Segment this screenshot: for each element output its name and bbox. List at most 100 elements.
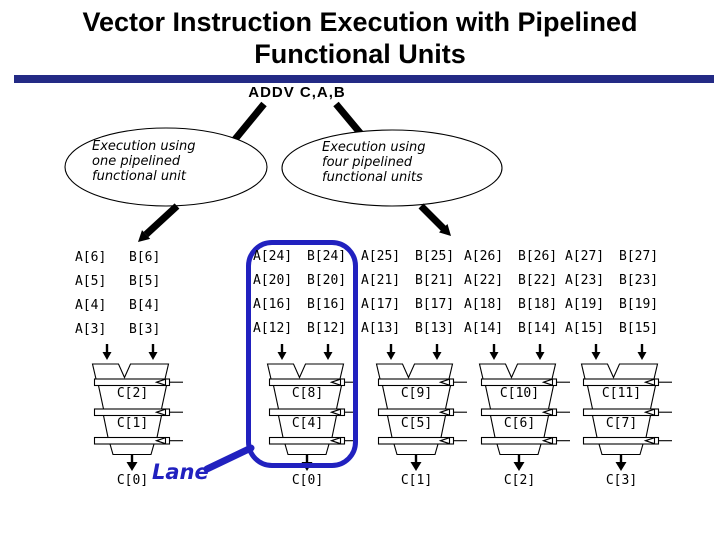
stage-label: C[8] (291, 386, 324, 401)
operand-row: A[14]B[14] (464, 321, 559, 345)
operand-row: A[22] B[22] (464, 273, 559, 297)
arrow-instruction-to-right-icon (333, 101, 364, 137)
stage-label: C[1] (116, 416, 149, 431)
operand-cell: A[18] (464, 297, 504, 312)
arrow-right-head-icon (439, 224, 451, 236)
lane-pointer-line (203, 444, 255, 473)
operands-single-unit: A[6] B[6] A[5] B[5] A[4] B[4] A[3] B[3] (75, 250, 170, 346)
operand-cell: B[19] (619, 297, 659, 312)
title-line-1: Vector Instruction Execution with Pipeli… (82, 7, 638, 37)
left-callout-ellipse (64, 127, 268, 207)
operand-cell: B[4] (129, 298, 161, 313)
instruction-label: ADDV C,A,B (248, 84, 346, 101)
stage-label: C[11] (601, 386, 642, 401)
operand-row: A[20] B[20] (253, 273, 348, 297)
operand-cell: A[6] (75, 250, 107, 265)
stage-label: C[5] (400, 416, 433, 431)
operands-lane1: A[24] B[24] A[20] B[20] A[16]B[16] A[12]B[… (253, 249, 348, 345)
operand-cell: B[6] (129, 250, 161, 265)
arrow-left-head-icon (138, 230, 151, 242)
operand-cell: B[15] (619, 321, 659, 336)
output-label: C[3] (605, 473, 638, 488)
operand-row: A[21] B[21] (361, 273, 456, 297)
operand-cell: A[27] (565, 249, 605, 264)
operand-row: A[19] B[19] (565, 297, 660, 321)
operand-row: A[27] B[27] (565, 249, 660, 273)
output-label: C[0] (116, 473, 149, 488)
operand-cell: B[3] (129, 322, 161, 337)
output-label: C[1] (400, 473, 433, 488)
right-callout-line1: Execution using (322, 140, 426, 155)
operand-cell: A[21] (361, 273, 401, 288)
operand-cell: B[14] (518, 321, 558, 336)
operand-row: A[24] B[24] (253, 249, 348, 273)
operand-row: A[25] B[25] (361, 249, 456, 273)
stage-label: C[10] (499, 386, 540, 401)
operand-cell: B[25] (415, 249, 455, 264)
funnel-lane2 (375, 342, 469, 473)
operand-row: A[26] B[26] (464, 249, 559, 273)
operand-cell: B[16] (307, 297, 347, 312)
operand-cell: B[27] (619, 249, 659, 264)
arrow-left-ellipse-to-unit-icon (143, 203, 180, 238)
operand-cell: A[15] (565, 321, 605, 336)
operand-cell: B[26] (518, 249, 558, 264)
operands-lane4: A[27] B[27] A[23] B[23] A[19] B[19] A[15] B[… (565, 249, 660, 345)
operand-cell: B[5] (129, 274, 161, 289)
operand-row: A[6] B[6] (75, 250, 170, 274)
operands-lane2: A[25] B[25] A[21] B[21] A[17]B[17] A[13] B[… (361, 249, 456, 345)
operand-cell: B[23] (619, 273, 659, 288)
left-callout-line2: one pipelined (92, 154, 181, 169)
operand-cell: A[25] (361, 249, 401, 264)
output-label: C[0] (291, 473, 324, 488)
title-line-2: Functional Units (254, 39, 466, 69)
left-callout-line1: Execution using (92, 139, 196, 154)
operand-cell: B[20] (307, 273, 347, 288)
funnel-lane3 (478, 342, 572, 473)
stage-label: C[2] (116, 386, 149, 401)
operand-cell: B[24] (307, 249, 347, 264)
operand-cell: A[5] (75, 274, 107, 289)
operand-row: A[3] B[3] (75, 322, 170, 346)
operand-cell: A[17] (361, 297, 401, 312)
operand-cell: A[4] (75, 298, 107, 313)
operand-cell: A[20] (253, 273, 293, 288)
output-label: C[2] (503, 473, 536, 488)
lane-annotation: Lane (152, 460, 209, 484)
operand-row: A[13] B[13] (361, 321, 456, 345)
arrow-right-ellipse-to-units-icon (418, 203, 446, 231)
operand-cell: A[23] (565, 273, 605, 288)
operand-row: A[18] B[18] (464, 297, 559, 321)
operands-lane3: A[26] B[26] A[22] B[22] A[18] B[18] A[14]B[… (464, 249, 559, 345)
stage-label: C[7] (605, 416, 638, 431)
operand-cell: B[21] (415, 273, 455, 288)
right-callout-text: Execution using four pipelined functiona… (322, 140, 425, 185)
operand-row: A[17]B[17] (361, 297, 456, 321)
funnel-lane1 (266, 342, 360, 473)
right-callout-ellipse (281, 129, 503, 207)
funnel-lane4 (580, 342, 674, 473)
operand-row: A[15] B[15] (565, 321, 660, 345)
operand-cell: B[22] (518, 273, 558, 288)
operand-cell: A[22] (464, 273, 504, 288)
operand-cell: A[24] (253, 249, 293, 264)
operand-row: A[5] B[5] (75, 274, 170, 298)
operand-row: A[23] B[23] (565, 273, 660, 297)
stage-label: C[9] (400, 386, 433, 401)
left-callout-line3: functional unit (92, 169, 187, 184)
funnel-single-unit (91, 342, 185, 473)
operand-cell: A[19] (565, 297, 605, 312)
operand-cell: B[18] (518, 297, 558, 312)
operand-cell: B[12] (307, 321, 347, 336)
operand-row: A[12]B[12] (253, 321, 348, 345)
arrow-instruction-to-left-icon (229, 101, 267, 146)
operand-cell: A[13] (361, 321, 401, 336)
operand-cell: A[26] (464, 249, 504, 264)
title-underline (14, 75, 714, 83)
operand-cell: B[13] (415, 321, 455, 336)
operand-row: A[16]B[16] (253, 297, 348, 321)
right-callout-line2: four pipelined (322, 155, 413, 170)
operand-cell: A[3] (75, 322, 107, 337)
